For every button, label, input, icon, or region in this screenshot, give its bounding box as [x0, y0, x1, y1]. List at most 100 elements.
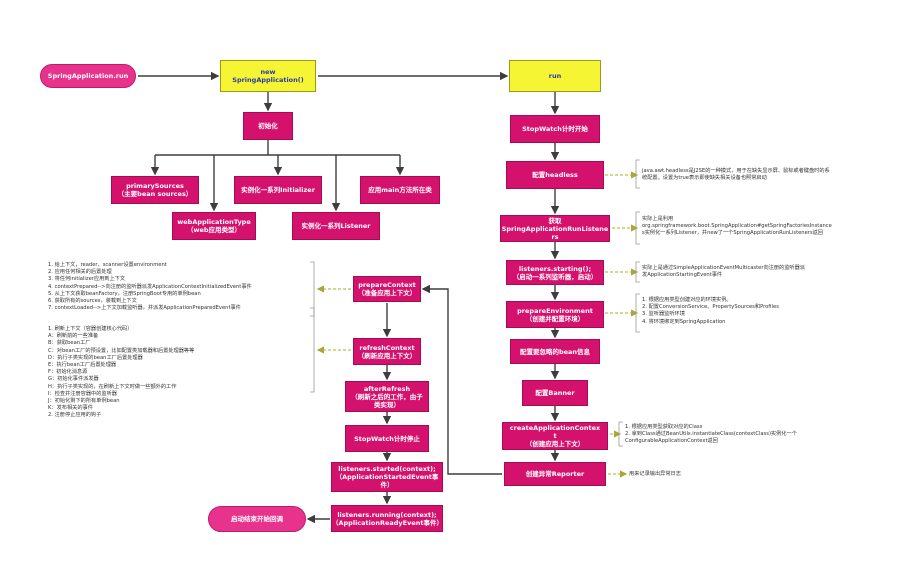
primary-sources-node: primarySources （主要bean sources） — [111, 176, 199, 204]
note-refreshctx-line: G：初始化事件派发器 — [48, 376, 99, 383]
listeners-starting-label: listeners.starting(); （启动一系列监听器，启动） — [513, 265, 598, 281]
note-preparectx-line: 1. 给上下文，reader、scanner设置environment — [48, 262, 167, 268]
webtype-line-2: （web应用类型） — [186, 226, 242, 234]
headless-label: 配置headless — [532, 171, 578, 179]
started-line-2: （ApplicationStartedEvent事 — [335, 473, 439, 481]
bracket-starting — [635, 261, 640, 283]
note-refreshctx-line: H：执行子类实现的，在刷新上下文时做一些额外的工作 — [48, 383, 177, 390]
main-class-label: 应用main方法所在类 — [368, 186, 432, 194]
stopwatch-stop-label: StopWatch计时停止 — [354, 434, 420, 443]
note-prepareenv-line: 3. 监听器监听环境 — [642, 311, 685, 318]
note-refreshctx-line: 2. 注册停止应用的钩子 — [48, 412, 102, 419]
getlisteners-line-3: rs — [551, 232, 559, 241]
banner-label: 配置Banner — [535, 389, 575, 397]
listeners-running-node: listeners.running(context); （Application… — [331, 505, 443, 532]
note-preparectx-line: 4. contextPrepared-->向注册的监听器派发Applicatio… — [48, 283, 252, 290]
bracket-preparectx — [310, 261, 315, 317]
note-refreshctx-line: J：初始化剩下的所有单例bean — [48, 398, 120, 405]
note-preparectx-line: 6. 获取所有的sources，装载到上下文 — [48, 298, 137, 305]
ignore-bean-info-node: 配置要忽略的bean信息 — [510, 339, 600, 364]
note-prepareenv-line: 4. 将环境绑定到SpringApplication — [642, 318, 726, 325]
afterrefresh-line-3: 类实现） — [374, 400, 400, 409]
exception-reporter-node: 创建异常Reporter — [504, 462, 606, 486]
note-prepareenv-line: 1. 根据应用类型创建对应的环境实例。 — [642, 297, 732, 303]
init-node: 初始化 — [243, 112, 293, 140]
primary-line-1: primarySources — [126, 182, 184, 190]
note-refreshctx-line: 1. 刷新上下文（容器创建核心代码） — [48, 326, 133, 332]
note-preparectx-line: 3. 将任何initializer应用到上下文 — [48, 276, 126, 283]
get-run-listeners-node: 获取 SpringApplicationRunListene rs — [500, 215, 610, 242]
note-prepareenv-line: 2. 配置ConversionService、PropertySources和P… — [642, 304, 779, 311]
starting-line-2: （启动一系列监听器，启动） — [512, 272, 598, 281]
web-application-type-node: webApplicationType （web应用类型） — [172, 212, 256, 240]
edge-reporter-preparectx — [421, 284, 502, 475]
afterrefresh-line-2: （刷新之后的工作，由子 — [351, 392, 423, 401]
create-application-context-node: createApplicationContex t （创建应用上下文） — [502, 422, 608, 450]
new-line-2: SpringApplication() — [232, 76, 304, 84]
web-type-label: webApplicationType （web应用类型） — [177, 218, 251, 234]
note-preparectx-line: 5. 从上下文获取beanFactory，注册SpringBoot专用的单例be… — [48, 290, 201, 297]
getlisteners-line-2: SpringApplicationRunListene — [501, 224, 609, 233]
stopwatch-stop-node: StopWatch计时停止 — [345, 425, 429, 452]
init-label: 初始化 — [258, 122, 278, 130]
refreshctx-line-1: refreshContext — [359, 343, 415, 352]
reporter-label: 创建异常Reporter — [525, 470, 585, 478]
headless-node: 配置headless — [506, 161, 604, 189]
listeners-starting-node: listeners.starting(); （启动一系列监听器，启动） — [506, 260, 604, 285]
note-getlisteners-line: s实例化一系列Listener，并new了一个SpringApplication… — [642, 230, 823, 237]
initializer-label: 实例化一系列Initializer — [241, 186, 315, 194]
note-preparectx-line: 2. 应用任何相关的后置处理 — [48, 269, 112, 276]
note-createctx-line: 2. 拿到Class通过BeanUtils.instantiateClass(c… — [625, 431, 797, 438]
initializer-node: 实例化一系列Initializer — [234, 176, 322, 204]
after-refresh-label: afterRefresh （刷新之后的工作，由子 类实现） — [351, 385, 423, 409]
after-refresh-node: afterRefresh （刷新之后的工作，由子 类实现） — [345, 381, 429, 412]
refreshctx-line-2: （刷新应用上下文） — [357, 351, 417, 360]
note-refreshctx-line: A：刷新前的一些准备 — [48, 333, 99, 340]
note-headless-line: 统配置。设置为true表示即使缺失相关设备也照常启动 — [642, 175, 767, 182]
note-refreshctx-line: B：获取bean工厂 — [48, 340, 91, 347]
started-line-3: 件） — [380, 481, 394, 489]
bracket-createctx — [618, 421, 623, 447]
listeners-running-label: listeners.running(context); （Application… — [332, 511, 443, 527]
note-prepare-environment: 1. 根据应用类型创建对应的环境实例。 2. 配置ConversionServi… — [642, 297, 779, 326]
note-getlisteners-line: org.springframework.boot.SpringApplicati… — [642, 223, 832, 230]
note-refreshctx-line: D：执行子类实现的bean工厂后置处理器 — [48, 354, 143, 361]
bracket-refreshctx — [310, 307, 315, 393]
note-refreshctx-line: C：对bean工厂的预设置，比如配置类加载器和后置处理器等等 — [48, 347, 195, 354]
note-starting-line: 实际上是通过SimpleApplicationEventMulticaster向… — [642, 265, 805, 271]
started-line-1: listeners.started(context); — [338, 465, 436, 473]
listener-label: 实例化一系列Listener — [301, 222, 371, 230]
bracket-headless — [635, 159, 640, 189]
run-node: run — [509, 60, 601, 92]
main-class-node: 应用main方法所在类 — [360, 176, 440, 204]
stopwatch-start-node: StopWatch计时开始 — [510, 115, 600, 143]
prepare-context-label: prepareContext （准备应用上下文） — [358, 281, 417, 297]
prepare-context-node: prepareContext （准备应用上下文） — [353, 276, 421, 302]
prepare-environment-node: prepareEnvironment （创建并配置环境） — [506, 301, 604, 328]
createctx-line-3: （创建应用上下文） — [525, 440, 585, 448]
refresh-context-node: refreshContext （刷新应用上下文） — [353, 338, 421, 365]
ignore-bean-label: 配置要忽略的bean信息 — [519, 347, 591, 356]
prepareenv-line-2: （创建并配置环境） — [525, 314, 585, 323]
end-callback-node: 启动结束开始回调 — [208, 506, 306, 532]
listeners-started-node: listeners.started(context); （Application… — [331, 462, 443, 492]
note-refreshctx-line: F：初始化消息源 — [48, 369, 88, 376]
end-callback-label: 启动结束开始回调 — [231, 515, 283, 523]
createctx-line-1: createApplicationContex — [509, 424, 601, 432]
start-node: SpringApplication.run — [40, 64, 136, 88]
banner-node: 配置Banner — [522, 380, 588, 406]
note-headless-line: java.awt.headless是J2SE的一种模式，用于在缺失显示屏、鼠标或… — [642, 168, 830, 174]
bracket-prepareenv — [635, 293, 640, 333]
new-label: new SpringApplication() — [232, 68, 303, 84]
refresh-context-label: refreshContext （刷新应用上下文） — [358, 344, 417, 360]
listener-node: 实例化一系列Listener — [292, 212, 380, 240]
new-line-1: new — [260, 68, 276, 76]
stopwatch-start-label: StopWatch计时开始 — [522, 125, 588, 133]
running-line-2: （ApplicationReadyEvent事件） — [332, 518, 443, 527]
new-springapplication-node: new SpringApplication() — [220, 60, 316, 92]
primary-sources-label: primarySources （主要bean sources） — [118, 182, 193, 198]
note-prepare-context: 1. 给上下文，reader、scanner设置environment 2. 应… — [48, 262, 252, 312]
note-preparectx-line: 7. contextLoaded-->上下文加载监听器，并派发Applicati… — [48, 305, 241, 312]
